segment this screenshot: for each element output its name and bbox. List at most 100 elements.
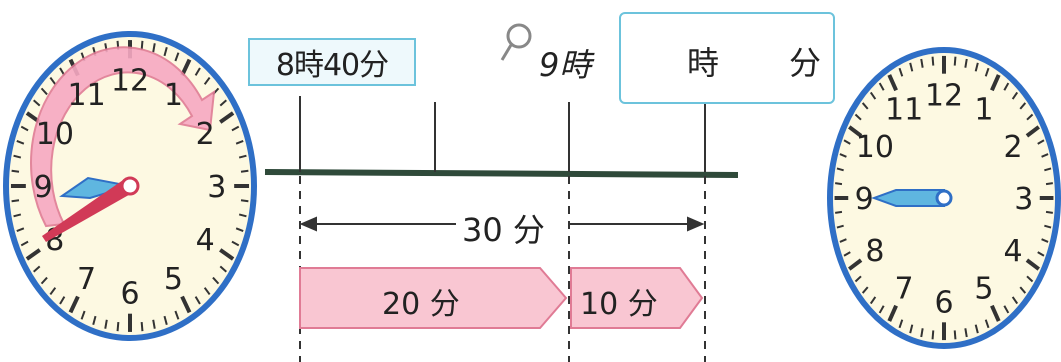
- clock-right-number: 4: [1004, 234, 1023, 269]
- clock-right-tick: [1044, 167, 1052, 172]
- clock-left-tick: [235, 227, 244, 233]
- clock-left-number: 2: [196, 117, 215, 152]
- clock-right-tick: [964, 58, 968, 68]
- clock-right-tick: [869, 91, 877, 100]
- clock-right-tick: [861, 286, 869, 294]
- clock-right-tick: [1011, 91, 1019, 100]
- clock-right-tick: [1025, 258, 1040, 271]
- clock-left-number: 11: [68, 78, 106, 113]
- clock-right-tick: [854, 113, 862, 121]
- clock-left-tick: [16, 227, 25, 233]
- clock-right-tick: [843, 139, 851, 145]
- clock-right-tick: [1037, 251, 1045, 257]
- clock-left-tick: [40, 87, 48, 96]
- clock-right-tick: [836, 167, 844, 172]
- clock-right-tick: [835, 182, 843, 186]
- clock-right-tick: [1044, 224, 1052, 229]
- clock-right-tick: [878, 305, 885, 314]
- clock-right-number: 3: [1014, 182, 1033, 217]
- clock-right-tick: [990, 304, 1001, 322]
- clock-left-tick: [16, 139, 25, 145]
- clock-left-tick: [25, 248, 41, 261]
- clock-right-tick: [953, 330, 957, 340]
- clock-right-center: [935, 189, 953, 207]
- clock-left-tick: [20, 240, 29, 247]
- clock-right-tick: [1025, 125, 1040, 138]
- clock-right-number: 9: [855, 182, 874, 217]
- clock-right-tick: [931, 56, 935, 66]
- clock-right-tick: [1019, 286, 1027, 294]
- clock-left-number: 6: [120, 276, 139, 311]
- clock-right-tick: [843, 251, 851, 257]
- clock-left-number: 5: [164, 262, 183, 297]
- clock-left-tick: [20, 125, 29, 132]
- clock-left-tick: [240, 169, 249, 173]
- clock-left-tick: [152, 43, 156, 53]
- clock-right-tick: [974, 62, 979, 72]
- clock-right-number: 5: [974, 272, 993, 307]
- clock-left-tick: [203, 287, 211, 296]
- clock-left-tick: [59, 296, 66, 305]
- clock-left-tick: [219, 265, 227, 273]
- clock-right-number: 10: [856, 130, 894, 165]
- minute-hand-left: [42, 178, 134, 242]
- clock-right-tick: [836, 224, 844, 229]
- clock-left-tick: [13, 154, 22, 159]
- clock-left-tick: [11, 169, 20, 173]
- clock-left-tick: [231, 240, 240, 247]
- clock-right-tick: [887, 304, 898, 322]
- clock-left-tick: [13, 213, 22, 218]
- clock-left-tick: [140, 321, 144, 332]
- clock-right-tick: [848, 258, 863, 271]
- clock-right-tick: [974, 324, 979, 334]
- clock-right-tick: [990, 74, 1001, 92]
- answer-box[interactable]: 時 分: [619, 12, 835, 104]
- clock-right-tick: [920, 328, 924, 338]
- clock-left-tick: [68, 295, 80, 314]
- clock-left-tick: [80, 310, 86, 320]
- clock-left-tick: [238, 154, 247, 159]
- clock-right-tick: [964, 328, 968, 338]
- clock-right-tick: [920, 58, 924, 68]
- clock-right-tick: [839, 153, 847, 158]
- total-span-label: 30 分: [456, 205, 551, 251]
- clock-left-tick: [203, 76, 211, 85]
- clock-right-tick: [1041, 238, 1049, 243]
- clock-left-center: [120, 176, 140, 196]
- clock-left-tick: [40, 276, 48, 285]
- clock-left-tick: [194, 296, 201, 305]
- clock-right-tick: [1041, 153, 1049, 158]
- clock-left-tick: [49, 287, 57, 296]
- clock-right-tick: [1037, 139, 1045, 145]
- clock-left-tick: [235, 139, 244, 145]
- clock-left-tick: [174, 52, 180, 62]
- clock-left-tick: [238, 213, 247, 218]
- clock-left-tick: [163, 315, 168, 326]
- clock-right-tick: [835, 210, 843, 214]
- clock-right-number: 6: [934, 286, 953, 321]
- segment-10-label: 10 分: [580, 287, 658, 322]
- magnifier-icon: [500, 23, 532, 61]
- segment-20-min: [299, 267, 568, 329]
- clock-right-tick: [878, 82, 885, 91]
- segment-20-label: 20 分: [382, 287, 460, 322]
- clock-right-tick: [854, 275, 862, 283]
- clock-right-tick: [931, 330, 935, 340]
- clock-right-number: 2: [1004, 130, 1023, 165]
- minute-unit-label: 分: [789, 44, 822, 82]
- clock-left-tick: [219, 111, 235, 124]
- clock-right-tick: [1026, 113, 1034, 121]
- clock-right-number: 11: [885, 92, 923, 127]
- clock-right-tick: [1026, 275, 1034, 283]
- clock-right-tick: [984, 319, 990, 329]
- elapsed-arc-arrow: [30, 46, 216, 228]
- timeline-bar: [264, 169, 739, 178]
- clock-left-tick: [104, 319, 108, 329]
- clock-left-tick: [163, 46, 168, 57]
- clock-left-number: 4: [196, 223, 215, 258]
- clock-right-number: 1: [974, 92, 993, 127]
- clock-left-tick: [33, 99, 41, 107]
- clock-left-number: 12: [111, 64, 149, 99]
- clock-left-number: 3: [207, 170, 226, 205]
- clock-right-tick: [898, 319, 904, 329]
